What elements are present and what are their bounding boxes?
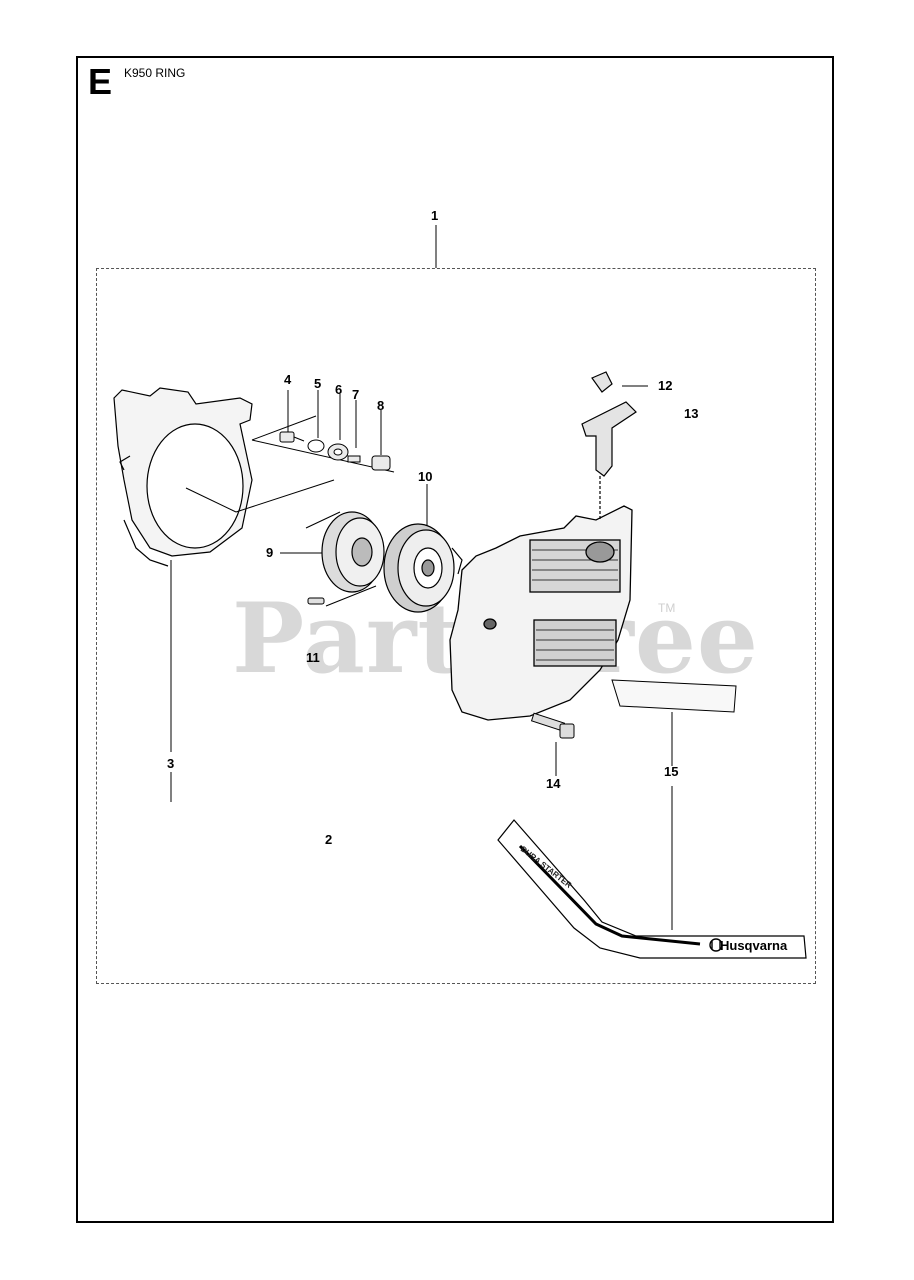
bolt-part [530,712,575,739]
callout-2: 2 [325,832,332,847]
watermark-trademark: TM [658,601,675,615]
decal-brand-text: Husqvarna [720,938,788,953]
callout-10: 10 [418,469,432,484]
leader-lines [170,225,673,930]
callout-5: 5 [314,376,321,391]
callout-7: 7 [352,387,359,402]
recoil-spring-part [383,523,463,613]
callout-8: 8 [377,398,384,413]
starter-cover-part [449,505,633,721]
callout-11: 11 [306,650,320,665]
callout-4: 4 [284,372,292,387]
callout-12: 12 [658,378,672,393]
starter-handle-part [581,371,637,520]
callout-1: 1 [431,208,438,223]
callout-13: 13 [684,406,698,421]
callout-3: 3 [167,756,174,771]
callout-14: 14 [546,776,561,791]
small-hardware [279,431,391,471]
pulley-guides [305,511,377,607]
section-letter: E [88,61,113,102]
callout-15: 15 [664,764,678,779]
callout-6: 6 [335,382,342,397]
model-title: K950 RING [124,66,186,80]
husqvarna-logo-icon [709,938,723,952]
page-frame [76,56,834,1223]
fan-housing-part [113,387,253,567]
fan-housing-guides [185,415,395,513]
callout-9: 9 [266,545,273,560]
kit-boundary [96,268,816,984]
decal-part [497,679,807,959]
screw-part [307,597,325,605]
rope-pulley-part [321,511,385,593]
